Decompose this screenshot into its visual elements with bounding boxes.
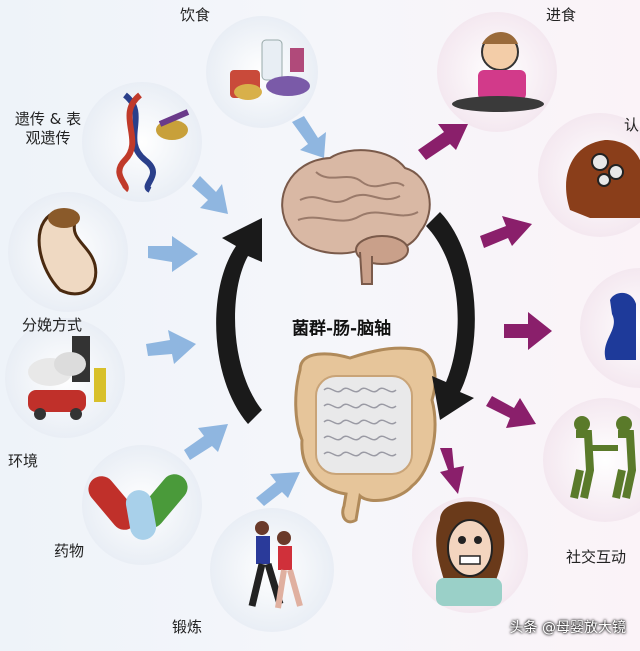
arrow-from-environment: [146, 330, 196, 364]
label-eating: 进食: [546, 6, 577, 24]
output-circle-eating: [437, 12, 557, 132]
output-circle-emotion: [580, 268, 640, 388]
input-circle-genetics: [82, 82, 202, 202]
label-delivery: 分娩方式: [22, 316, 83, 334]
arrow-from-exercise: [256, 472, 300, 506]
arrow-to-stress: [440, 448, 464, 494]
label-social: 社交互动: [566, 548, 627, 566]
label-exercise: 锻炼: [172, 618, 203, 636]
input-arrows: [146, 116, 326, 506]
cycle-arrow-right-down: [426, 212, 475, 420]
label-genetics: 遗传 & 表观遗传: [14, 110, 82, 147]
output-circle-cognition: [538, 113, 640, 237]
input-circle-delivery: [8, 192, 128, 312]
arrow-from-genetics: [192, 176, 228, 214]
input-circle-environment: [5, 318, 125, 438]
brain-illustration: [281, 149, 431, 285]
center-label: 菌群-肠-脑轴: [292, 319, 392, 339]
arrow-from-medication: [184, 424, 228, 460]
cycle-arrow-left-up: [216, 218, 262, 424]
label-cognition: 认: [624, 116, 640, 134]
arrow-from-delivery: [148, 236, 198, 272]
input-circle-diet: [206, 16, 318, 128]
input-circle-medication: [82, 445, 202, 565]
watermark: 头条 @母婴放大镜: [509, 620, 626, 636]
output-circle-social: [543, 398, 640, 522]
output-circle-stress: [412, 497, 528, 613]
output-arrows: [418, 124, 552, 494]
input-circle-exercise: [210, 508, 334, 632]
arrow-to-emotion: [504, 312, 552, 350]
label-medication: 药物: [54, 542, 85, 560]
arrow-from-diet: [292, 116, 326, 158]
cycle-arrows: [216, 212, 475, 424]
label-environment: 环境: [8, 452, 39, 470]
label-diet: 饮食: [180, 6, 211, 24]
arrow-to-eating: [418, 124, 468, 160]
arrow-to-cognition: [480, 216, 532, 248]
arrow-to-social: [486, 396, 536, 428]
intestine-illustration: [294, 346, 437, 524]
